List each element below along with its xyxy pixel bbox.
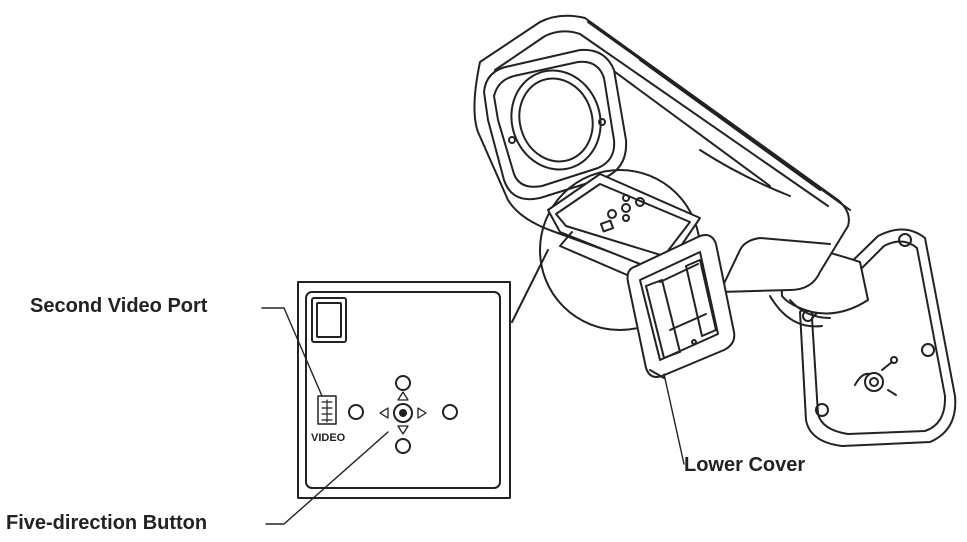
arrow-left-icon (379, 407, 389, 419)
lower-cover-label: Lower Cover (684, 454, 806, 476)
five-direction-button-label: Five-direction Button (6, 512, 208, 534)
leader-second-video-port (261, 307, 323, 397)
leader-lower-cover (663, 373, 685, 465)
five-direction-button (393, 403, 413, 423)
button-right-outer (442, 404, 458, 420)
button-left-outer (348, 404, 364, 420)
button-up (395, 375, 411, 391)
inset-panel (297, 281, 511, 499)
arrow-right-icon (417, 407, 427, 419)
button-down (395, 438, 411, 454)
lower-cover (626, 234, 736, 379)
magnifier-connector-line (511, 249, 549, 323)
leader-five-direction-button (265, 431, 389, 525)
camera-front-lens (483, 48, 628, 201)
second-video-port-connector (317, 395, 337, 425)
arrow-up-icon (397, 391, 409, 401)
video-port-tag: VIDEO (311, 432, 346, 444)
arrow-down-icon (397, 425, 409, 435)
second-video-port-label: Second Video Port (30, 295, 208, 317)
